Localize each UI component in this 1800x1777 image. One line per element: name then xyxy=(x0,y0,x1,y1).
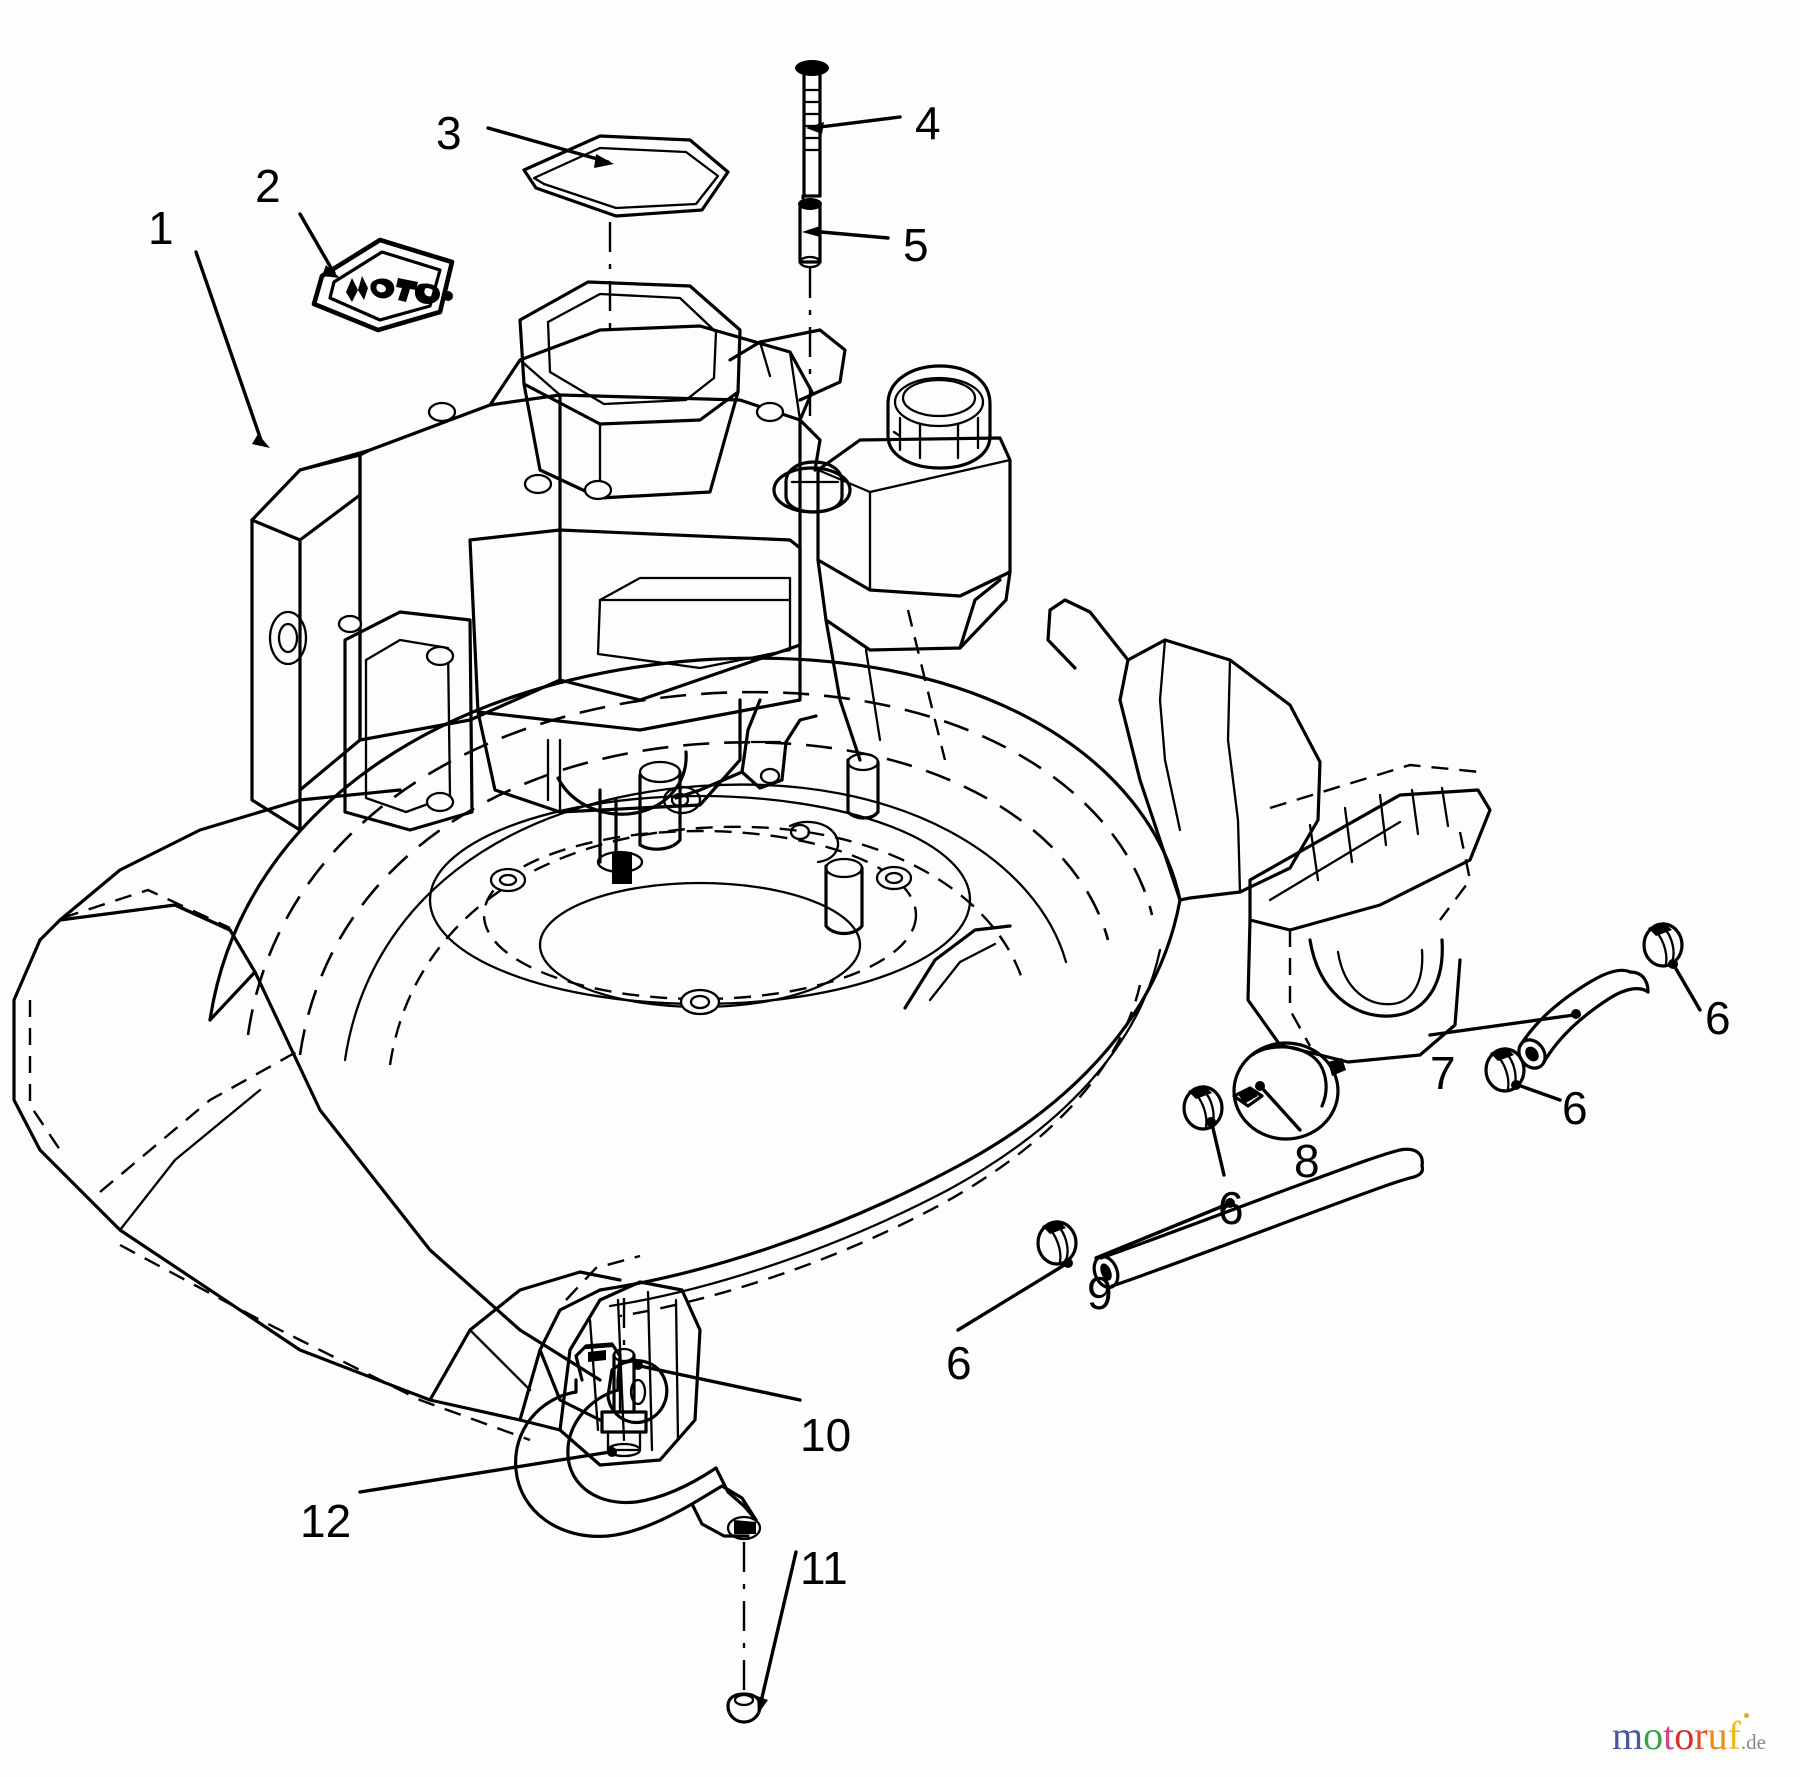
watermark-letter-r: r xyxy=(1694,1713,1708,1758)
callout-11: 11 xyxy=(800,1542,848,1594)
callout-6-mid-left: 6 xyxy=(1218,1182,1244,1234)
callout-3: 3 xyxy=(436,107,462,159)
callout-4: 4 xyxy=(915,97,941,149)
callout-6-right: 6 xyxy=(1705,992,1731,1044)
watermark-letter-u: u xyxy=(1707,1713,1728,1758)
watermark-letter-m: m xyxy=(1612,1713,1644,1758)
motoruf-watermark: motoruf.de xyxy=(1612,1716,1766,1756)
toro-decal-part xyxy=(311,237,455,333)
blade-brake-bracket-part xyxy=(514,1342,762,1541)
long-bolt-part xyxy=(795,60,829,200)
fuel-filter-part xyxy=(1232,1041,1346,1141)
callout-6-mid-right: 6 xyxy=(1562,1082,1588,1134)
watermark-letter-f: f xyxy=(1727,1713,1741,1758)
leader-lines xyxy=(194,115,1702,1714)
hose-clamp-lower xyxy=(1036,1220,1078,1266)
long-fuel-hose-part xyxy=(1092,1147,1425,1289)
watermark-letter-o2: o xyxy=(1674,1713,1695,1758)
watermark-tld: .de xyxy=(1740,1730,1766,1754)
callout-9: 9 xyxy=(1087,1267,1113,1319)
callout-6-lower: 6 xyxy=(946,1337,972,1389)
watermark-letter-o1: o xyxy=(1643,1713,1664,1758)
mower-deck xyxy=(12,598,1492,1467)
callout-7: 7 xyxy=(1430,1047,1456,1099)
callout-12: 12 xyxy=(300,1495,352,1547)
flange-nut-part xyxy=(726,1542,762,1724)
air-filter-cover-part xyxy=(522,134,730,218)
hose-clamp-mid-left xyxy=(1182,1085,1224,1131)
callout-2: 2 xyxy=(255,160,281,212)
carriage-bolt-part xyxy=(600,1298,648,1458)
engine-assembly xyxy=(250,280,880,936)
callout-10: 10 xyxy=(800,1409,852,1461)
watermark-letter-t: t xyxy=(1663,1713,1675,1758)
callout-5: 5 xyxy=(903,219,929,271)
short-fuel-hose-part xyxy=(1517,968,1650,1070)
callout-8: 8 xyxy=(1294,1135,1320,1187)
callout-1: 1 xyxy=(148,202,174,254)
fuel-tank xyxy=(772,364,1012,1010)
watermark-accent-dot xyxy=(1744,1713,1749,1718)
hose-clamp-right xyxy=(1642,922,1684,968)
